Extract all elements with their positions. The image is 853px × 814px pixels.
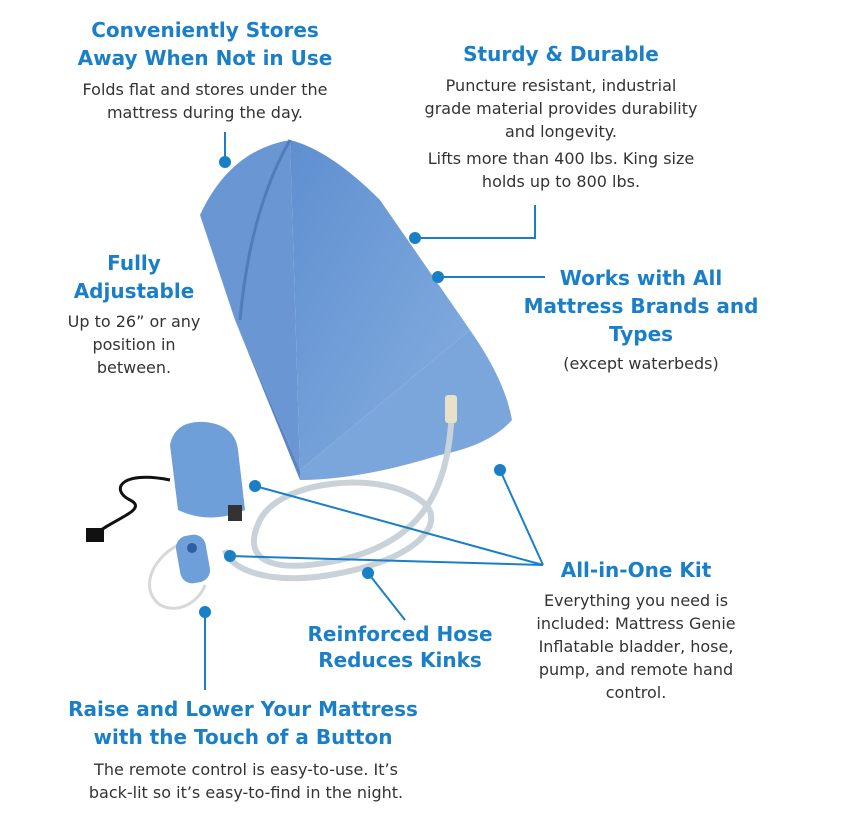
body-line: position in (92, 335, 176, 354)
body-line: control. (605, 683, 667, 702)
heading-line: Adjustable (73, 279, 195, 303)
kit-body: Everything you need is included: Mattres… (536, 589, 735, 704)
heading-line: Away When Not in Use (77, 46, 333, 70)
sturdy-heading: Sturdy & Durable (463, 40, 659, 68)
body-line: mattress during the day. (106, 103, 304, 122)
heading-line: All-in-One Kit (560, 558, 712, 582)
hose (222, 404, 455, 582)
body-line: holds up to 800 lbs. (481, 172, 641, 191)
pump (170, 421, 245, 521)
remote-control (175, 534, 211, 584)
body-line: Up to 26” or any (67, 312, 201, 331)
body-line: grade material provides durability (424, 99, 698, 118)
hose-heading: Reinforced Hose Reduces Kinks (307, 621, 492, 673)
body-line: The remote control is easy-to-use. It’s (94, 760, 398, 779)
body-line: Puncture resistant, industrial (445, 76, 677, 95)
body-line: Lifts more than 400 lbs. King size (427, 149, 695, 168)
heading-line: Conveniently Stores (91, 18, 319, 42)
heading-line: Sturdy & Durable (463, 42, 659, 66)
remote-heading: Raise and Lower Your Mattress with the T… (68, 695, 418, 751)
heading-line: with the Touch of a Button (93, 725, 393, 749)
body-line: pump, and remote hand (538, 660, 734, 679)
body-line: back-lit so it’s easy-to-find in the nig… (88, 783, 404, 802)
works-heading: Works with All Mattress Brands and Types (524, 264, 759, 348)
body-line: included: Mattress Genie (536, 614, 736, 633)
heading-line: Fully (107, 251, 161, 275)
body-line: (except waterbeds) (563, 354, 719, 373)
adjustable-heading: Fully Adjustable (74, 249, 195, 305)
adjustable-body: Up to 26” or any position in between. (68, 310, 201, 379)
inflatable-wedge (200, 139, 512, 480)
sturdy-body: Puncture resistant, industrial grade mat… (425, 74, 698, 143)
leader-lines (199, 132, 545, 690)
hose-connector (445, 395, 457, 423)
remote-body: The remote control is easy-to-use. It’s … (89, 758, 403, 804)
heading-line: Reinforced Hose (307, 622, 493, 646)
heading-line: Raise and Lower Your Mattress (68, 697, 418, 721)
kit-heading: All-in-One Kit (561, 556, 712, 584)
heading-line: Types (608, 322, 674, 346)
heading-line: Mattress Brands and (523, 294, 759, 318)
body-line: between. (96, 358, 172, 377)
power-cord (93, 475, 171, 537)
stores-heading: Conveniently Stores Away When Not in Use (78, 16, 333, 72)
body-line: and longevity. (504, 122, 618, 141)
heading-line: Reduces Kinks (318, 648, 482, 672)
works-body: (except waterbeds) (563, 352, 718, 375)
heading-line: Works with All (559, 266, 723, 290)
power-plug (86, 528, 104, 542)
sturdy-body-2: Lifts more than 400 lbs. King size holds… (428, 147, 694, 193)
remote-button (187, 543, 197, 553)
remote-cord (148, 543, 207, 610)
body-line: Inflatable bladder, hose, (538, 637, 734, 656)
stores-body: Folds flat and stores under the mattress… (83, 78, 328, 124)
body-line: Everything you need is (543, 591, 729, 610)
body-line: Folds flat and stores under the (82, 80, 328, 99)
